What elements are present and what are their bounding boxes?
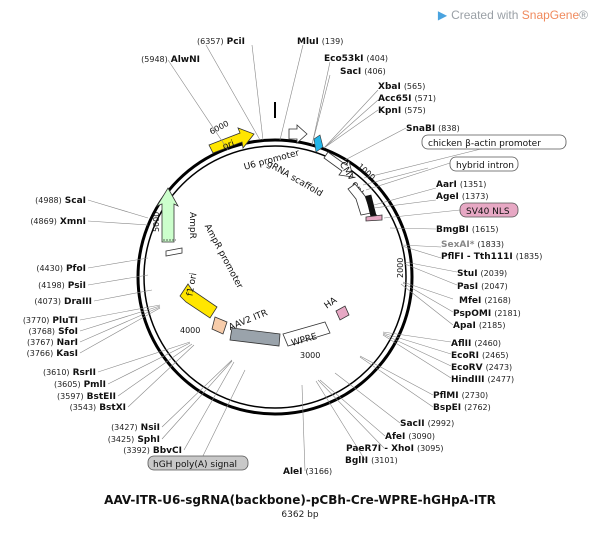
credit-mark: ® [579, 8, 588, 22]
backbone-inner-ring [143, 145, 407, 409]
ampr-promoter-label: AmpR promoter [202, 223, 245, 291]
chicken-actin-label: chicken β-actin promoter [428, 139, 541, 149]
site-label: (3427)NsiI [111, 423, 160, 433]
chicken-actin-box [421, 134, 567, 150]
site-label: AfeI(3090) [385, 432, 435, 442]
site-leader-lines [79, 44, 506, 472]
site-label: HindIII(2477) [451, 375, 514, 385]
site-label: (3766)KasI [27, 349, 78, 359]
site-label: AleI(3166) [283, 467, 332, 477]
site-label: (3768)SfoI [28, 327, 78, 337]
site-label: XbaI(565) [378, 82, 425, 92]
sv40-nls-feature [365, 214, 383, 222]
site-label: KpnI(575) [378, 106, 426, 116]
site-label: SacI(406) [340, 67, 386, 77]
grna-scaffold-feature [313, 134, 324, 153]
f1-ori-feature [179, 283, 218, 319]
cmv-enhancer-feature [323, 151, 354, 178]
site-label: SnaBI(838) [406, 124, 460, 134]
site-label: (3543)BstXI [70, 403, 126, 413]
hybrid-intron-box [449, 156, 519, 172]
left-site-labels: (6357)PciI (5948)AlwNI (4988)ScaI (4869)… [23, 37, 245, 456]
scale-tick-1000: 1000 [356, 162, 377, 182]
site-label: SexAI*(1833) [441, 240, 504, 250]
site-label: AgeI(1373) [436, 192, 488, 202]
hgh-polya-box [147, 455, 249, 471]
aav2-itr-right-feature [229, 327, 281, 347]
site-label: (3597)BstEII [57, 392, 116, 402]
ha-label: HA [323, 295, 340, 311]
site-label: StuI(2039) [457, 269, 507, 279]
site-label: (4430)PfoI [36, 264, 86, 274]
site-label: (4869)XmnI [30, 217, 86, 227]
aav2-itr-label: AAV2 ITR [227, 308, 269, 333]
ampr-promoter-feature [165, 247, 183, 257]
site-label: EcoRI(2465) [451, 351, 509, 361]
site-label: Eco53kI(404) [324, 54, 388, 64]
plasmid-title: AAV-ITR-U6-sgRNA(backbone)-pCBh-Cre-WPRE… [104, 493, 496, 507]
aav2-itr-left-feature [211, 316, 228, 335]
site-label: MfeI(2168) [459, 296, 511, 306]
ori-label: ori [221, 139, 235, 152]
ampr-feature [156, 187, 179, 243]
boxed-labels: chicken β-actin promoter hybrid intron S… [147, 134, 567, 471]
scale-tick-3000: 3000 [300, 351, 320, 360]
site-label: PspOMI(2181) [453, 309, 521, 319]
site-label: PflFI - Tth111I(1835) [441, 252, 542, 262]
site-label: (3392)BbvCI [123, 446, 182, 456]
scale-tick-4000: 4000 [180, 326, 200, 335]
scale-tick-2000: 2000 [396, 258, 405, 278]
site-label: SacII(2992) [400, 419, 454, 429]
site-label: (3610)RsrII [43, 368, 96, 378]
site-label: (3770)PluTI [23, 316, 78, 326]
hybrid-intron-feature [347, 183, 372, 216]
scale-tick-6000: 6000 [208, 119, 230, 137]
site-label: ApaI(2185) [453, 321, 505, 331]
site-label: MluI(139) [297, 37, 343, 47]
ori-feature [208, 127, 255, 154]
site-label: (4988)ScaI [35, 196, 86, 206]
site-label: EcoRV(2473) [451, 363, 512, 373]
site-label: (4073)DraIII [34, 297, 92, 307]
site-label: (3605)PmlI [54, 380, 106, 390]
snapgene-credit: ▶Created with SnapGene® [438, 8, 588, 22]
credit-brand: SnapGene [521, 8, 580, 22]
site-label: (3425)SphI [108, 435, 160, 445]
backbone-outer-ring [136, 138, 414, 416]
right-site-labels: MluI(139) Eco53kI(404) SacI(406) XbaI(56… [283, 37, 542, 477]
site-label: AarI(1351) [436, 180, 486, 190]
snapgene-logo-icon: ▶ [437, 8, 448, 22]
site-label: Acc65I(571) [378, 94, 436, 104]
site-label: PasI(2047) [457, 282, 508, 292]
site-label: PflMI(2730) [433, 391, 488, 401]
site-label: PaeR7I - XhoI(3095) [346, 444, 444, 454]
site-label: (3767)NarI [27, 338, 78, 348]
plasmid-size: 6362 bp [281, 510, 319, 520]
sv40-nls-box [459, 202, 519, 218]
site-label: AflII(2460) [451, 339, 501, 349]
site-label: BspEI(2762) [433, 403, 491, 413]
f1-ori-label: f1 ori [185, 272, 199, 297]
u6-promoter-feature [288, 124, 308, 144]
site-label: (5948)AlwNI [141, 55, 200, 65]
wpre-feature [282, 321, 331, 347]
aari-site-block [365, 194, 377, 218]
site-label: (4198)PsiI [38, 281, 86, 291]
site-label: BglII(3101) [345, 456, 398, 466]
hgh-polya-label: hGH poly(A) signal [153, 460, 237, 470]
site-label: BmgBI(1615) [436, 225, 499, 235]
site-label: (6357)PciI [197, 37, 245, 47]
scale-tick-5000: 5000 [152, 212, 161, 232]
grna-scaffold-label: gRNA scaffold [265, 159, 324, 199]
ampr-label: AmpR [187, 212, 197, 239]
sv40-nls-label: SV40 NLS [466, 207, 510, 217]
ha-feature [335, 305, 350, 321]
credit-prefix: Created with [451, 8, 522, 22]
hybrid-intron-label: hybrid intron [456, 161, 514, 171]
